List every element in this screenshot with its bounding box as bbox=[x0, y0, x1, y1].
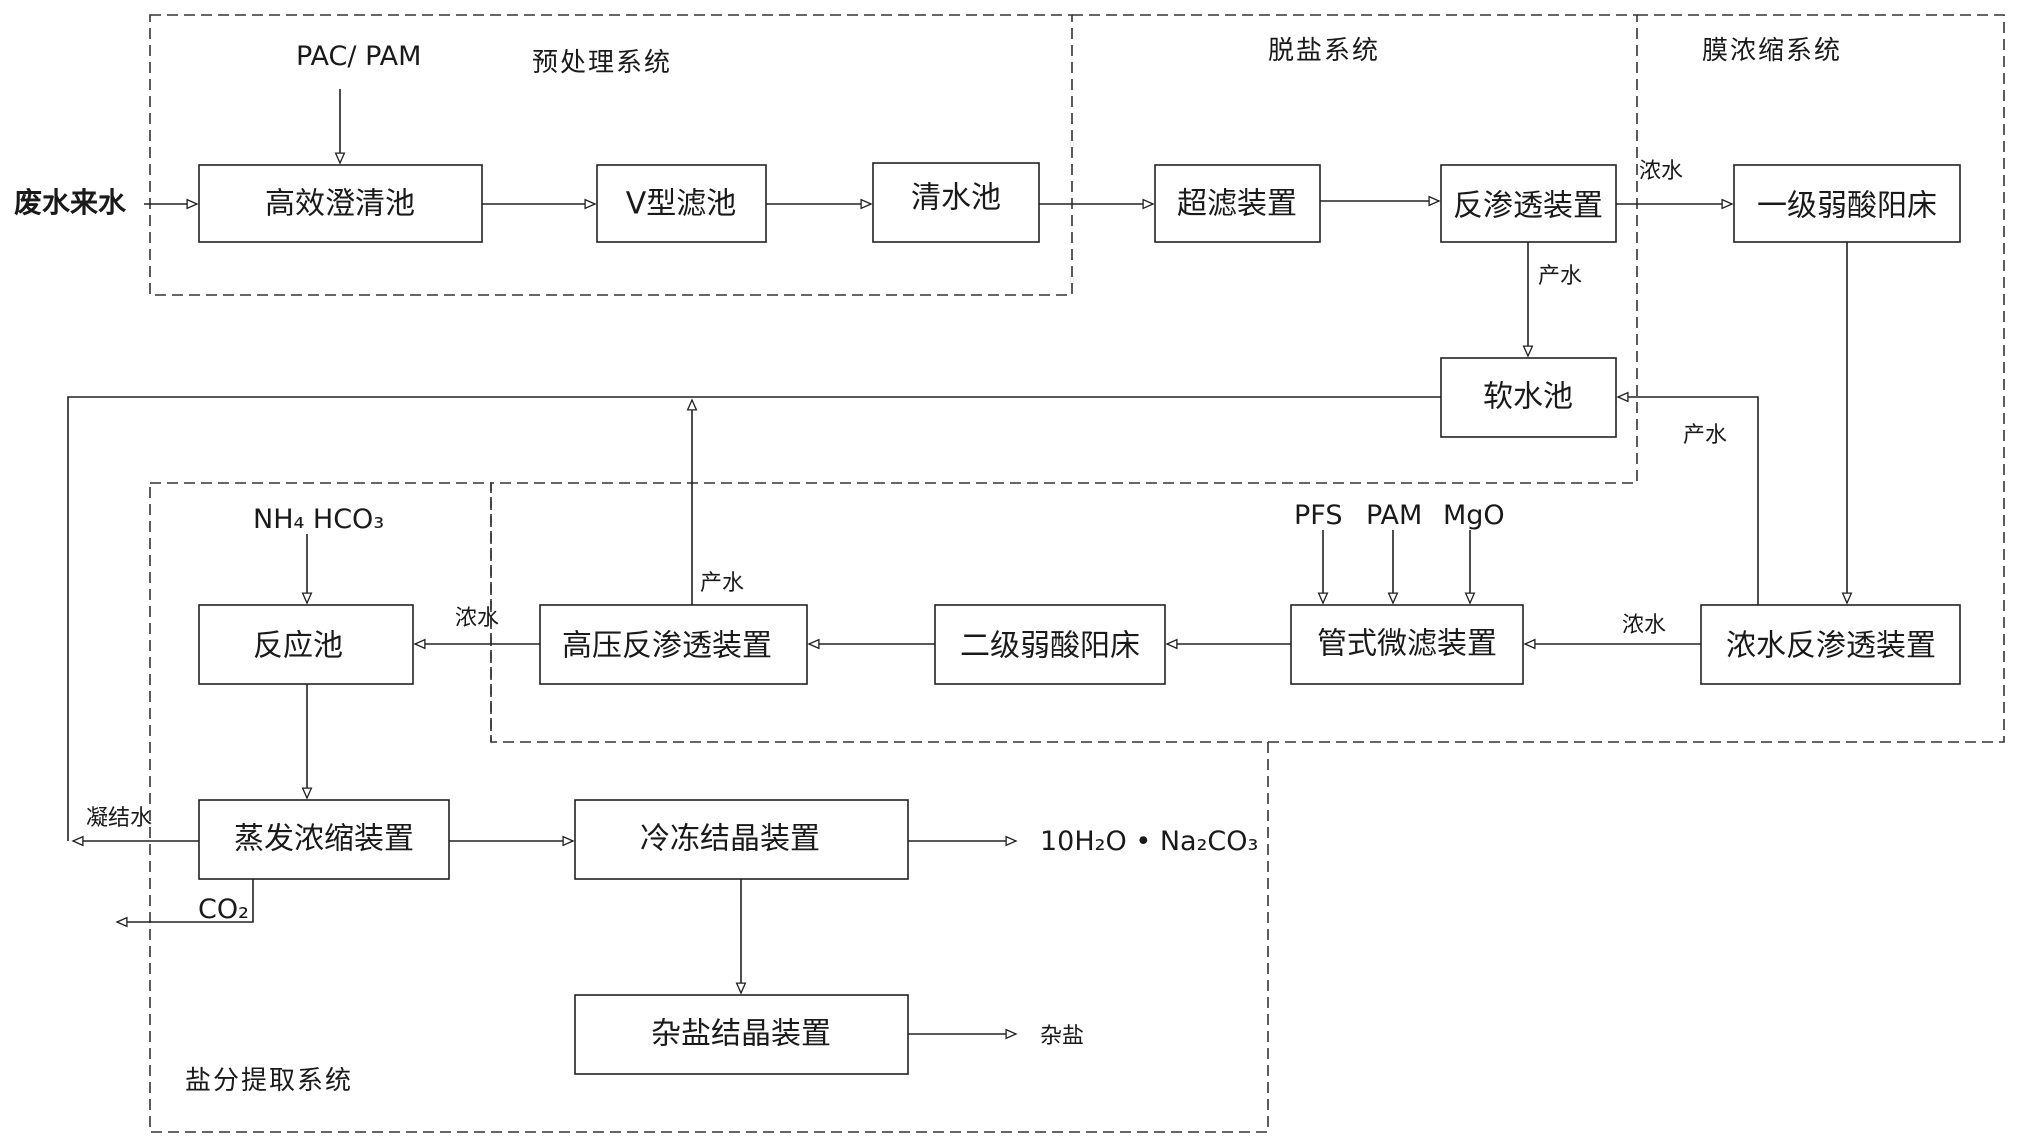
desalination-title: 脱盐系统 bbox=[1268, 36, 1380, 66]
pam-label: PAM bbox=[1366, 500, 1422, 531]
salt-extraction-title: 盐分提取系统 bbox=[185, 1066, 353, 1096]
concentrate-ro-concentrate-label: 浓水 bbox=[1622, 613, 1666, 638]
concentrate-ro-box bbox=[1700, 604, 1961, 685]
membrane-concentration-boundary bbox=[1268, 14, 2005, 743]
reverse-osmosis-box bbox=[1440, 164, 1617, 243]
pretreatment-boundary bbox=[149, 14, 1073, 296]
clear-water-tank-box bbox=[872, 162, 1040, 243]
ultrafiltration-box bbox=[1154, 164, 1321, 243]
v-filter-box bbox=[596, 164, 767, 243]
hpro-concentrate-label: 浓水 bbox=[455, 606, 499, 631]
mgo-label: MgO bbox=[1443, 500, 1505, 531]
co2-arrow bbox=[115, 879, 254, 928]
high-pressure-ro-label: 高压反渗透装置 bbox=[562, 629, 772, 664]
concentrate-ro-product-arrow bbox=[1616, 391, 1759, 605]
tubular-microfiltration-label: 管式微滤装置 bbox=[1317, 627, 1497, 662]
weak-acid-cation-2-label: 二级弱酸阳床 bbox=[960, 629, 1140, 664]
evaporator-label: 蒸发浓缩装置 bbox=[234, 822, 414, 857]
wastewater-inlet-label: 废水来水 bbox=[14, 186, 127, 219]
soft-water-return-line bbox=[67, 396, 1441, 841]
membrane-concentration-title: 膜浓缩系统 bbox=[1702, 36, 1842, 66]
concentrate-ro-product-label: 产水 bbox=[1683, 423, 1727, 448]
freeze-crystallizer-box bbox=[574, 799, 909, 880]
weak-acid-cation-1-label: 一级弱酸阳床 bbox=[1757, 189, 1937, 224]
clear-water-tank-label: 清水池 bbox=[911, 181, 1001, 216]
ro-concentrate-label: 浓水 bbox=[1639, 159, 1683, 184]
freeze-crystallizer-label: 冷冻结晶装置 bbox=[640, 822, 820, 857]
soft-water-tank-box bbox=[1440, 357, 1617, 438]
reaction-tank-label: 反应池 bbox=[253, 629, 343, 664]
clarifier-box bbox=[198, 164, 483, 243]
reaction-tank-box bbox=[198, 604, 414, 685]
mixed-salt-label: 杂盐 bbox=[1040, 1024, 1084, 1049]
pac-pam-label: PAC/ PAM bbox=[296, 41, 421, 72]
reverse-osmosis-label: 反渗透装置 bbox=[1453, 189, 1603, 224]
nh4hco3-label: NH₄ HCO₃ bbox=[253, 504, 384, 535]
concentrate-ro-label: 浓水反渗透装置 bbox=[1726, 629, 1936, 664]
high-pressure-ro-box bbox=[539, 604, 808, 685]
clarifier-label: 高效澄清池 bbox=[265, 187, 415, 222]
weak-acid-cation-1-box bbox=[1733, 164, 1961, 243]
pfs-label: PFS bbox=[1294, 500, 1342, 531]
mixed-salt-crystallizer-label: 杂盐结晶装置 bbox=[651, 1017, 831, 1052]
pretreatment-title: 预处理系统 bbox=[532, 48, 672, 78]
soda-product-label: 10H₂O • Na₂CO₃ bbox=[1040, 826, 1258, 857]
ultrafiltration-label: 超滤装置 bbox=[1177, 187, 1297, 222]
mixed-salt-crystallizer-box bbox=[574, 994, 909, 1075]
v-filter-label: V型滤池 bbox=[626, 187, 737, 222]
tubular-microfiltration-box bbox=[1290, 604, 1524, 685]
condensate-label: 凝结水 bbox=[86, 806, 152, 831]
hpro-product-label: 产水 bbox=[700, 571, 744, 596]
salt-extraction-boundary bbox=[149, 482, 1269, 1133]
ro-product-label: 产水 bbox=[1538, 264, 1582, 289]
soft-water-tank-label: 软水池 bbox=[1483, 380, 1573, 415]
evaporator-box bbox=[198, 799, 450, 880]
co2-label: CO₂ bbox=[198, 894, 249, 925]
